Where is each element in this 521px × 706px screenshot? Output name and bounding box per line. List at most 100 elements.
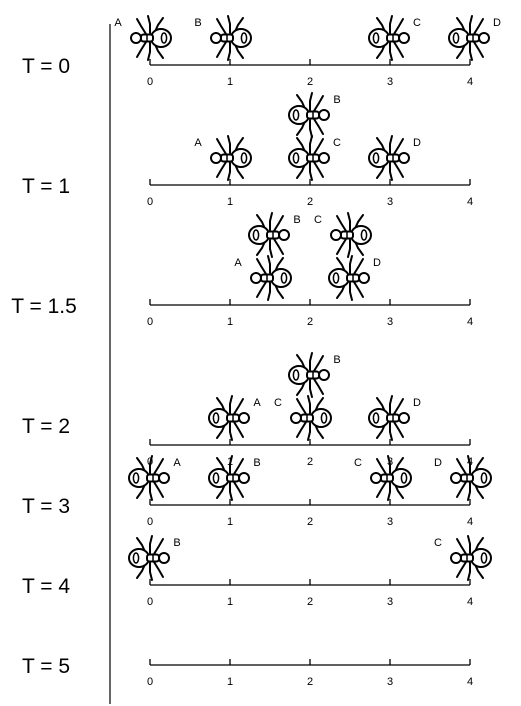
time-label: T = 5	[22, 655, 70, 678]
ant: B	[288, 92, 341, 138]
ant-icon	[368, 15, 410, 61]
time-label: T = 0	[22, 55, 70, 78]
timeline-row: T = 4 0 1 2 3 4 B C	[22, 535, 492, 608]
ant-icon	[208, 455, 250, 501]
tick-label: 0	[147, 316, 153, 328]
ant-label: C	[434, 537, 442, 549]
time-label: T = 3	[22, 495, 70, 518]
ant: C	[434, 535, 492, 581]
ant-icon	[368, 395, 410, 441]
tick-label: 3	[387, 196, 393, 208]
tick-label: 0	[147, 676, 153, 688]
ant: B	[128, 535, 181, 581]
tick-label: 4	[467, 76, 473, 88]
ant-label: B	[333, 354, 340, 366]
tick-label: 2	[307, 316, 313, 328]
ant-label: B	[333, 94, 340, 106]
ant: C	[314, 212, 372, 258]
tick-label: 2	[307, 516, 313, 528]
ant-icon	[448, 15, 490, 61]
time-label: T = 2	[22, 415, 70, 438]
ant: D	[368, 395, 421, 441]
ant-icon	[450, 455, 492, 501]
tick-label: 3	[387, 676, 393, 688]
ant-label: C	[333, 137, 341, 149]
ant-label: D	[493, 17, 501, 29]
ant-icon	[370, 455, 412, 501]
ant: D	[328, 255, 381, 301]
ant: B	[194, 15, 252, 61]
tick-label: 1	[227, 516, 233, 528]
ant-label: B	[253, 457, 260, 469]
timeline-row: T = 3 0 1 2 3 4 A B C D	[22, 455, 492, 528]
ant-label: D	[413, 137, 421, 149]
ant-label: B	[293, 214, 300, 226]
ant: D	[434, 455, 492, 501]
time-label: T = 1.5	[11, 295, 77, 318]
ant: C	[354, 455, 412, 501]
ant-icon	[248, 212, 290, 258]
ant-icon	[250, 255, 292, 301]
ant: A	[128, 455, 181, 501]
tick-label: 1	[227, 316, 233, 328]
ant-label: A	[253, 397, 261, 409]
ant-label: D	[434, 457, 442, 469]
ant-icon	[288, 352, 330, 398]
ant: A	[234, 255, 292, 301]
time-label: T = 1	[22, 175, 70, 198]
ant: A	[114, 15, 172, 61]
ant-icon	[128, 535, 170, 581]
tick-label: 4	[467, 516, 473, 528]
ant-icon	[330, 212, 372, 258]
ant-label: D	[373, 257, 381, 269]
tick-label: 2	[307, 196, 313, 208]
ant-label: C	[413, 17, 421, 29]
tick-label: 3	[387, 596, 393, 608]
ant: D	[448, 15, 501, 61]
ant-icon	[210, 135, 252, 181]
ant-icon	[328, 255, 370, 301]
tick-label: 1	[227, 596, 233, 608]
ant-label: A	[114, 17, 122, 29]
ant-label: A	[173, 457, 181, 469]
ant-label: A	[194, 137, 202, 149]
tick-label: 2	[307, 676, 313, 688]
tick-label: 2	[307, 76, 313, 88]
ant-icon	[450, 535, 492, 581]
ant: B	[288, 352, 341, 398]
time-label: T = 4	[22, 575, 70, 598]
tick-label: 3	[387, 316, 393, 328]
tick-label: 0	[147, 196, 153, 208]
tick-label: 2	[307, 596, 313, 608]
ant: B	[248, 212, 301, 258]
ant: C	[368, 15, 421, 61]
tick-label: 3	[387, 516, 393, 528]
ant: D	[368, 135, 421, 181]
ant-icon	[128, 455, 170, 501]
ant-icon	[288, 92, 330, 138]
ant-icon	[210, 15, 252, 61]
ant-label: B	[173, 537, 180, 549]
ant-icon	[368, 135, 410, 181]
ant-icon	[288, 135, 330, 181]
ant-icon	[130, 15, 172, 61]
tick-label: 0	[147, 596, 153, 608]
ant: B	[208, 455, 261, 501]
tick-label: 0	[147, 76, 153, 88]
ant-label: A	[234, 257, 242, 269]
ant-label: C	[314, 214, 322, 226]
ant: C	[288, 135, 341, 181]
tick-label: 4	[467, 596, 473, 608]
tick-label: 4	[467, 676, 473, 688]
ant-icon	[208, 395, 250, 441]
tick-label: 4	[467, 196, 473, 208]
tick-label: 3	[387, 76, 393, 88]
ant-label: C	[354, 457, 362, 469]
ant: C	[274, 395, 332, 441]
tick-label: 0	[147, 516, 153, 528]
